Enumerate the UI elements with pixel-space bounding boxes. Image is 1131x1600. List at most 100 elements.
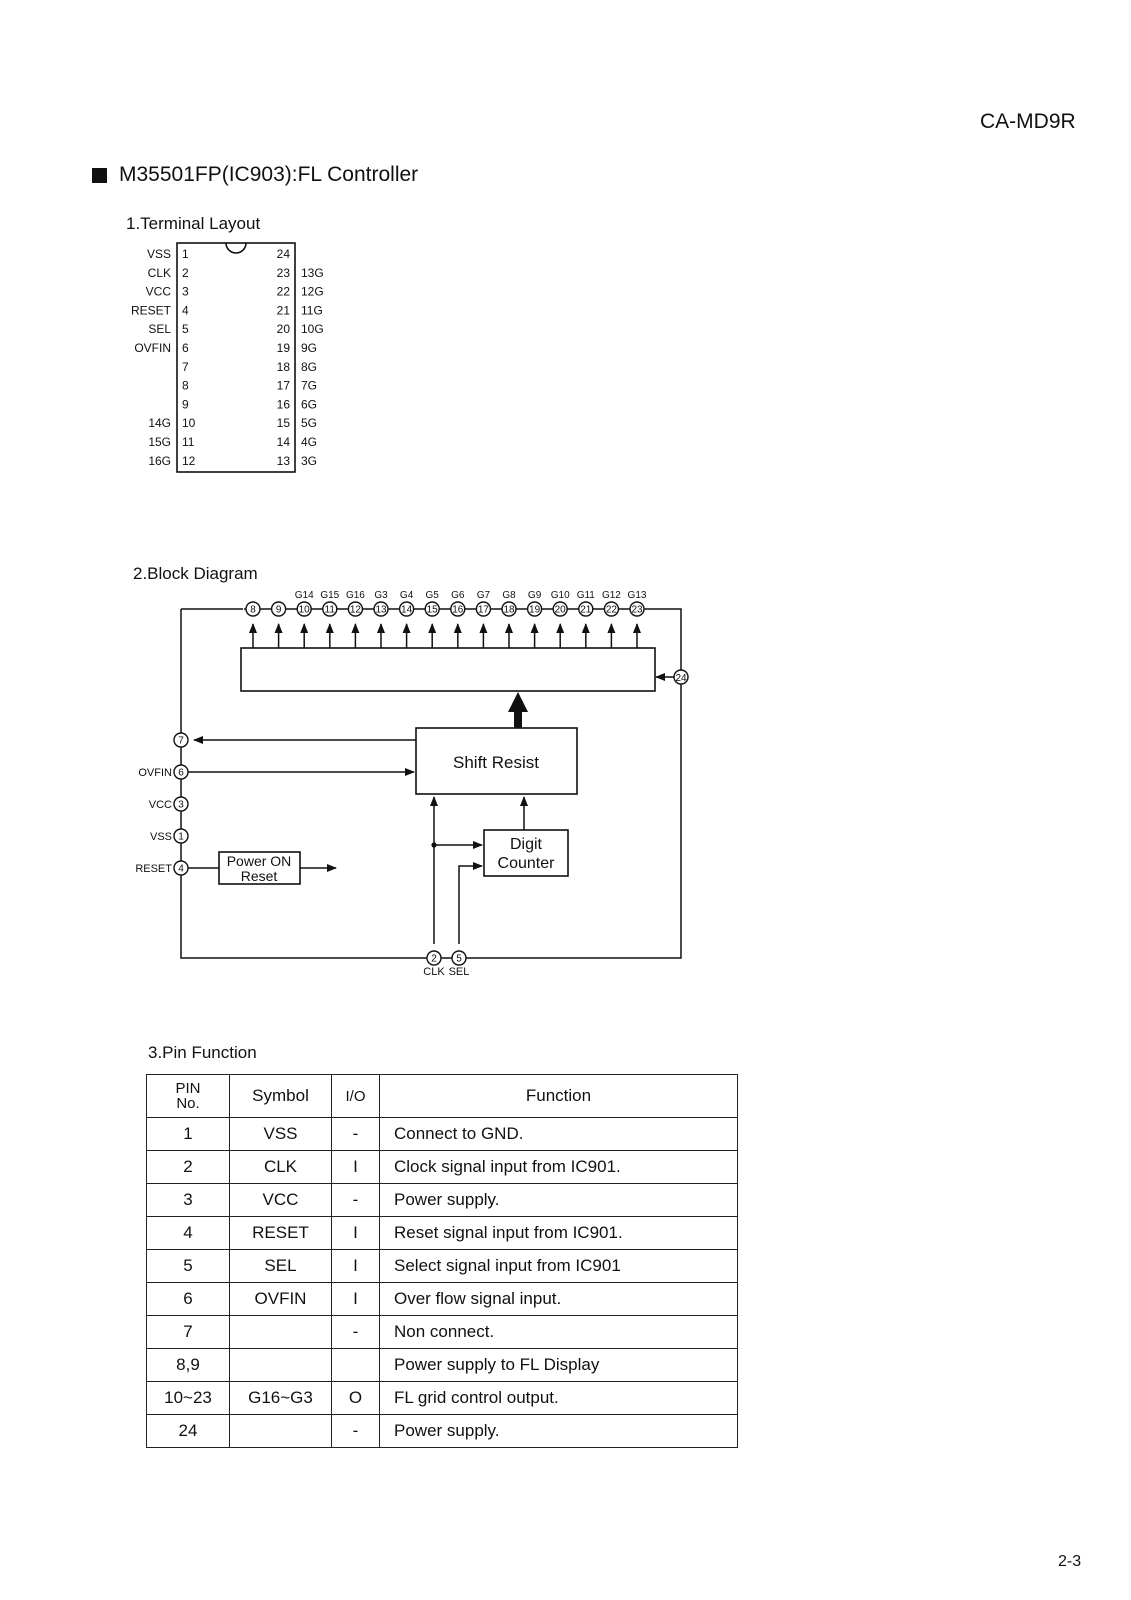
table-row: 24-Power supply. — [146, 1414, 738, 1448]
top-pin-number: 19 — [529, 605, 541, 616]
data-arrow-up — [508, 692, 528, 712]
symbol-cell: RESET — [229, 1216, 332, 1250]
outer-frame — [180, 608, 682, 959]
right-pin-label: 6G — [301, 397, 317, 411]
top-pin-number: 14 — [401, 605, 413, 616]
left-pin-marker — [173, 796, 189, 812]
symbol-cell — [229, 1315, 332, 1349]
top-pin-marker — [475, 601, 492, 617]
left-pin-label: OVFIN — [138, 767, 172, 779]
top-pin-number: 8 — [250, 605, 256, 616]
right-pin-label: 11G — [301, 303, 323, 317]
bottom-pin-number: 2 — [431, 954, 437, 965]
left-pin-number: 12 — [182, 454, 196, 468]
left-pin-label: RESET — [135, 863, 172, 875]
bottom-pin-label: SEL — [449, 966, 470, 978]
pin-cell: 4 — [146, 1216, 230, 1250]
grid-label: G5 — [426, 590, 440, 601]
left-pin-label: 16G — [148, 454, 171, 468]
pin-24-number: 24 — [675, 673, 687, 684]
left-pin-number: 3 — [178, 800, 184, 811]
left-pin-label: OVFIN — [134, 341, 171, 355]
function-cell: Reset signal input from IC901. — [379, 1216, 738, 1250]
io-cell: I — [331, 1150, 380, 1184]
symbol-cell: VSS — [229, 1117, 332, 1151]
top-pin-number: 17 — [478, 605, 490, 616]
top-pin-marker — [424, 601, 440, 617]
left-pin-number: 1 — [182, 247, 189, 261]
left-pin-marker — [173, 764, 189, 780]
header-function: Function — [379, 1074, 738, 1118]
grid-label: G9 — [528, 590, 542, 601]
bottom-pin-marker — [451, 950, 467, 966]
top-pin-marker — [296, 601, 312, 617]
left-pin-number: 6 — [178, 768, 184, 779]
bottom-pin-number: 5 — [456, 954, 462, 965]
pin-cell: 24 — [146, 1414, 230, 1448]
io-cell: - — [331, 1117, 380, 1151]
left-pin-label: VSS — [150, 831, 172, 843]
left-pin-label: VSS — [147, 247, 171, 261]
sel-wire — [458, 862, 483, 944]
model-code: CA-MD9R — [980, 110, 1076, 133]
block-diagram-heading: 2.Block Diagram — [133, 564, 258, 583]
top-pin-number: 13 — [375, 605, 387, 616]
symbol-cell: SEL — [229, 1249, 332, 1283]
grid-label: G16 — [346, 590, 365, 601]
header-pin-line2: No. — [176, 1095, 200, 1112]
left-pin-label: CLK — [148, 266, 171, 280]
grid-label: G14 — [295, 590, 314, 601]
io-cell: I — [331, 1282, 380, 1316]
right-pin-number: 22 — [277, 285, 291, 299]
function-cell: Select signal input from IC901 — [379, 1249, 738, 1283]
symbol-cell: G16~G3 — [229, 1381, 332, 1415]
left-pin-label: VCC — [146, 285, 172, 299]
top-pin-marker — [603, 601, 620, 617]
shift-register-block — [415, 727, 578, 795]
page-number: 2-3 — [1058, 1553, 1082, 1570]
top-pin-marker — [245, 601, 261, 617]
top-pin-marker — [578, 601, 594, 617]
pin-cell: 3 — [146, 1183, 230, 1217]
io-cell — [331, 1348, 380, 1382]
header-symbol: Symbol — [229, 1074, 332, 1118]
left-pin-number: 5 — [182, 322, 189, 336]
digit-counter-block — [483, 829, 569, 877]
symbol-cell — [229, 1348, 332, 1382]
left-pin-column: 1VSS2CLK3VCC4RESET5SEL6OVFIN7891014G1115… — [131, 247, 196, 468]
io-cell: I — [331, 1216, 380, 1250]
terminal-layout-heading: 1.Terminal Layout — [126, 214, 261, 233]
top-pin-marker — [450, 601, 466, 617]
left-pin-number: 4 — [178, 864, 184, 875]
io-cell: - — [331, 1414, 380, 1448]
top-pin-number: 21 — [580, 605, 592, 616]
top-pin-marker — [552, 601, 568, 617]
left-pin-number: 7 — [178, 736, 184, 747]
square-bullet-icon — [92, 167, 107, 183]
top-pin-number: 9 — [276, 605, 282, 616]
symbol-cell: CLK — [229, 1150, 332, 1184]
right-pin-number: 17 — [277, 379, 291, 393]
digit-counter-label-1: Digit — [510, 836, 543, 853]
right-pin-number: 18 — [277, 360, 291, 374]
left-pin-number: 8 — [182, 379, 189, 393]
function-cell: Power supply. — [379, 1183, 738, 1217]
pin-cell: 2 — [146, 1150, 230, 1184]
right-pin-label: 9G — [301, 341, 317, 355]
grid-label: G7 — [477, 590, 491, 601]
symbol-cell — [229, 1414, 332, 1448]
top-pin-number: 16 — [452, 605, 464, 616]
left-pin-label: 14G — [148, 416, 171, 430]
left-pin-number: 6 — [182, 341, 189, 355]
right-pin-number: 19 — [277, 341, 291, 355]
left-pin-number: 7 — [182, 360, 189, 374]
right-pin-label: 3G — [301, 454, 317, 468]
